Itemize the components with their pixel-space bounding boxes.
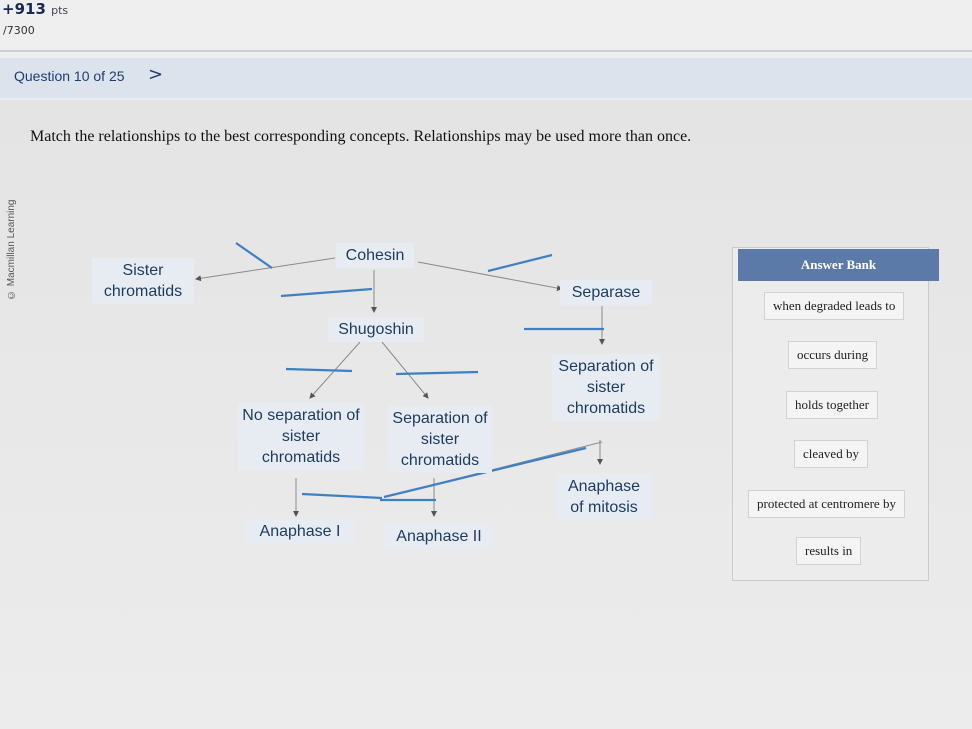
node-cohesin: Cohesin [336, 243, 414, 268]
node-sister-chromatids: Sister chromatids [92, 258, 194, 304]
node-separation-sister-chromatids-right: Separation of sister chromatids [552, 354, 660, 421]
bank-item-protected-centromere[interactable]: protected at centromere by [748, 490, 905, 518]
dropzone-shugoshin-noseparation[interactable] [285, 367, 353, 373]
total-points: /7300 [3, 24, 35, 37]
score-unit: pts [51, 4, 69, 17]
instructions: Match the relationships to the best corr… [30, 128, 692, 145]
bank-item-cleaved-by[interactable]: cleaved by [794, 440, 868, 468]
node-no-separation: No separation of sister chromatids [238, 403, 364, 470]
node-separation-sister-chromatids-mid: Separation of sister chromatids [388, 406, 492, 473]
bank-item-holds-together[interactable]: holds together [786, 391, 879, 419]
score-value: +913 [2, 0, 46, 18]
node-shugoshin: Shugoshin [328, 317, 424, 342]
top-bar: +913 pts /7300 [0, 0, 972, 48]
node-anaphase-2: Anaphase II [384, 524, 494, 549]
question-header: Question 10 of 25 > [0, 58, 972, 98]
question-title: Question 10 of 25 [14, 68, 125, 84]
next-question-arrow-icon[interactable]: > [148, 64, 164, 85]
node-anaphase-mitosis: Anaphase of mitosis [556, 474, 652, 520]
vendor-credit: © Macmillan Learning [6, 199, 17, 301]
dropzone-noseparation-anaphase1[interactable] [301, 492, 383, 500]
score: +913 pts [2, 0, 68, 18]
divider [0, 50, 972, 52]
bank-item-when-degraded[interactable]: when degraded leads to [764, 292, 905, 320]
node-anaphase-1: Anaphase I [246, 519, 354, 544]
dropzone-sister-cohesin[interactable] [235, 242, 273, 269]
bank-item-occurs-during[interactable]: occurs during [788, 341, 878, 369]
bank-item-results-in[interactable]: results in [796, 537, 862, 565]
node-separase: Separase [560, 280, 652, 305]
dropzone-cohesin-separase[interactable] [487, 253, 553, 273]
dropzone-shugoshin-separation[interactable] [395, 370, 479, 376]
answer-bank-title: Answer Bank [738, 249, 939, 281]
dropzone-cohesin-shugoshin[interactable] [280, 287, 373, 298]
